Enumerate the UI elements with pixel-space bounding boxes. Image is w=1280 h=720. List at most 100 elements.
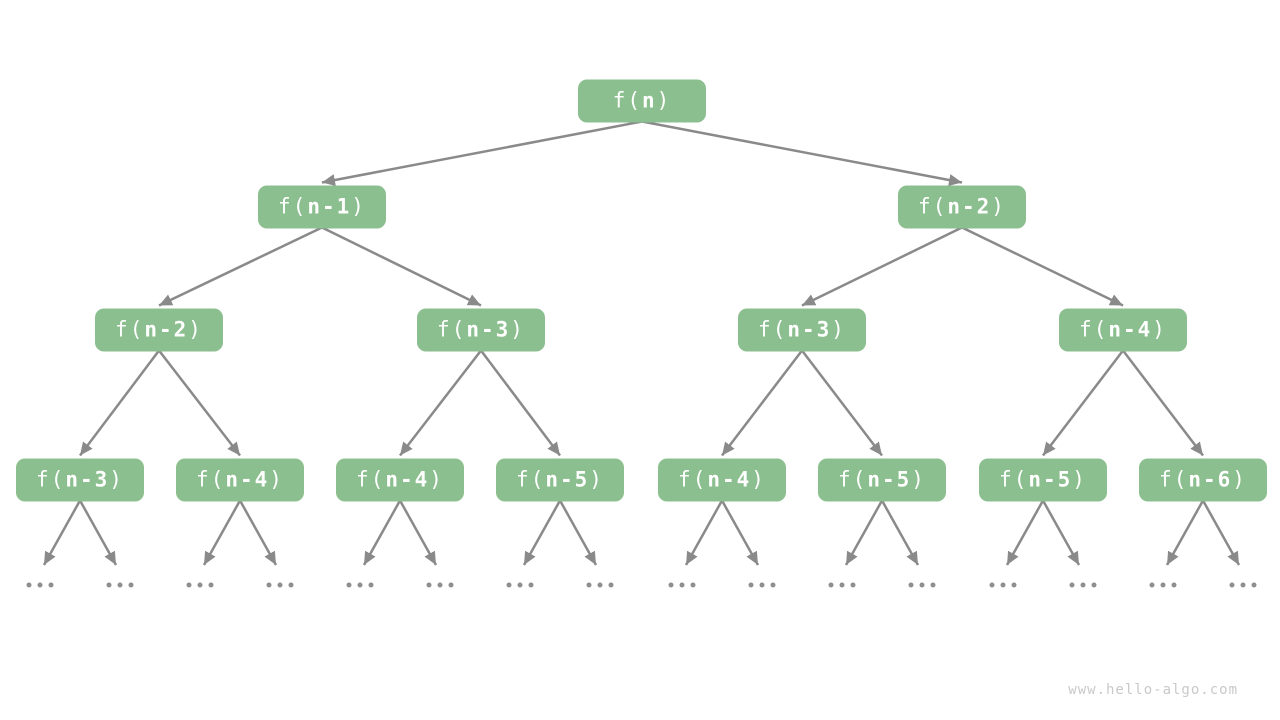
dot-icon	[1011, 582, 1017, 588]
tree-edge-arrow	[844, 499, 884, 566]
dot-icon	[37, 582, 43, 588]
node-label-arg: n-3	[65, 467, 110, 492]
tree-edge-arrow	[1042, 349, 1124, 457]
node-label-arg: n-5	[1028, 467, 1073, 492]
tree-edge-arrow	[684, 499, 724, 566]
tree-edge-arrow	[362, 499, 402, 566]
tree-node-n0: f(n)	[578, 79, 706, 123]
node-label-suffix: )	[589, 467, 604, 492]
tree-edge-arrow	[720, 499, 760, 566]
tree-edge-arrow	[398, 499, 438, 566]
ellipsis-dots	[266, 582, 294, 588]
tree-node-n6: f(n-4)	[1059, 308, 1187, 352]
dot-icon	[919, 582, 925, 588]
node-label-suffix: )	[831, 317, 846, 342]
tree-edge-arrow	[1041, 499, 1081, 566]
node-label-prefix: f(	[356, 467, 386, 492]
node-label-suffix: )	[656, 88, 672, 113]
ellipsis-dots	[186, 582, 214, 588]
tree-edge-arrow	[641, 120, 963, 186]
tree-node-n9: f(n-4)	[336, 458, 464, 502]
tree-edge-arrow	[1005, 499, 1045, 566]
tree-edge-arrow	[1165, 499, 1205, 566]
dot-icon	[748, 582, 754, 588]
tree-edge-arrow	[801, 349, 883, 457]
dot-icon	[128, 582, 134, 588]
tree-edge-arrow	[558, 499, 598, 566]
dot-icon	[48, 582, 54, 588]
node-label-suffix: )	[911, 467, 926, 492]
dot-icon	[528, 582, 534, 588]
node-label-arg: n-4	[225, 467, 270, 492]
tree-edge-arrow	[42, 499, 82, 566]
dot-icon	[759, 582, 765, 588]
watermark: www.hello-algo.com	[1068, 682, 1238, 698]
node-label-suffix: )	[751, 467, 766, 492]
tree-node-n12: f(n-5)	[818, 458, 946, 502]
dot-icon	[106, 582, 112, 588]
node-label-arg: n-1	[307, 194, 352, 219]
ellipsis-dots	[26, 582, 54, 588]
node-label-suffix: )	[991, 194, 1006, 219]
dot-icon	[357, 582, 363, 588]
node-label-suffix: )	[351, 194, 366, 219]
tree-edge-arrow	[158, 349, 241, 457]
node-label-arg: n-4	[707, 467, 752, 492]
tree-edge-arrow	[79, 349, 160, 457]
dot-icon	[448, 582, 454, 588]
tree-edge-arrow	[78, 499, 118, 566]
dot-icon	[517, 582, 523, 588]
dot-icon	[1069, 582, 1075, 588]
dot-icon	[1000, 582, 1006, 588]
tree-node-n13: f(n-5)	[979, 458, 1107, 502]
node-label-prefix: f(	[437, 317, 467, 342]
ellipsis-dots	[908, 582, 936, 588]
dot-icon	[1080, 582, 1086, 588]
node-label-prefix: f(	[36, 467, 66, 492]
tree-edge-arrow	[721, 349, 803, 457]
tree-edge-arrow	[321, 226, 482, 307]
tree-node-n10: f(n-5)	[496, 458, 624, 502]
dot-icon	[1149, 582, 1155, 588]
tree-node-n4: f(n-3)	[417, 308, 545, 352]
ellipsis-dots	[426, 582, 454, 588]
tree-edge-arrow	[1122, 349, 1204, 457]
node-label-prefix: f(	[115, 317, 145, 342]
dot-icon	[117, 582, 123, 588]
node-label-prefix: f(	[1159, 467, 1189, 492]
dot-icon	[346, 582, 352, 588]
tree-edge-arrow	[202, 499, 242, 566]
dot-icon	[930, 582, 936, 588]
ellipsis-dots	[668, 582, 696, 588]
tree-node-n1: f(n-1)	[258, 185, 386, 229]
ellipsis-dots	[1149, 582, 1177, 588]
node-label-arg: n-3	[466, 317, 511, 342]
node-label-suffix: )	[269, 467, 284, 492]
dot-icon	[597, 582, 603, 588]
tree-node-n3: f(n-2)	[95, 308, 223, 352]
tree-edge-arrow	[321, 120, 643, 186]
dot-icon	[266, 582, 272, 588]
node-label-prefix: f(	[758, 317, 788, 342]
dot-icon	[839, 582, 845, 588]
dot-icon	[668, 582, 674, 588]
node-label-suffix: )	[429, 467, 444, 492]
node-label-arg: n-2	[144, 317, 189, 342]
ellipsis-dots	[1229, 582, 1257, 588]
tree-node-n14: f(n-6)	[1139, 458, 1267, 502]
dot-icon	[1240, 582, 1246, 588]
tree-edge-arrow	[399, 349, 482, 457]
node-label-arg: n-2	[947, 194, 992, 219]
node-label-arg: n-5	[545, 467, 590, 492]
tree-edge-arrow	[158, 226, 323, 307]
tree-node-n11: f(n-4)	[658, 458, 786, 502]
node-label-prefix: f(	[678, 467, 708, 492]
tree-edge-arrow	[238, 499, 278, 566]
dot-icon	[908, 582, 914, 588]
tree-node-n7: f(n-3)	[16, 458, 144, 502]
dot-icon	[1171, 582, 1177, 588]
ellipsis-dots	[506, 582, 534, 588]
tree-edge-arrow	[1201, 499, 1241, 566]
node-label-suffix: )	[109, 467, 124, 492]
